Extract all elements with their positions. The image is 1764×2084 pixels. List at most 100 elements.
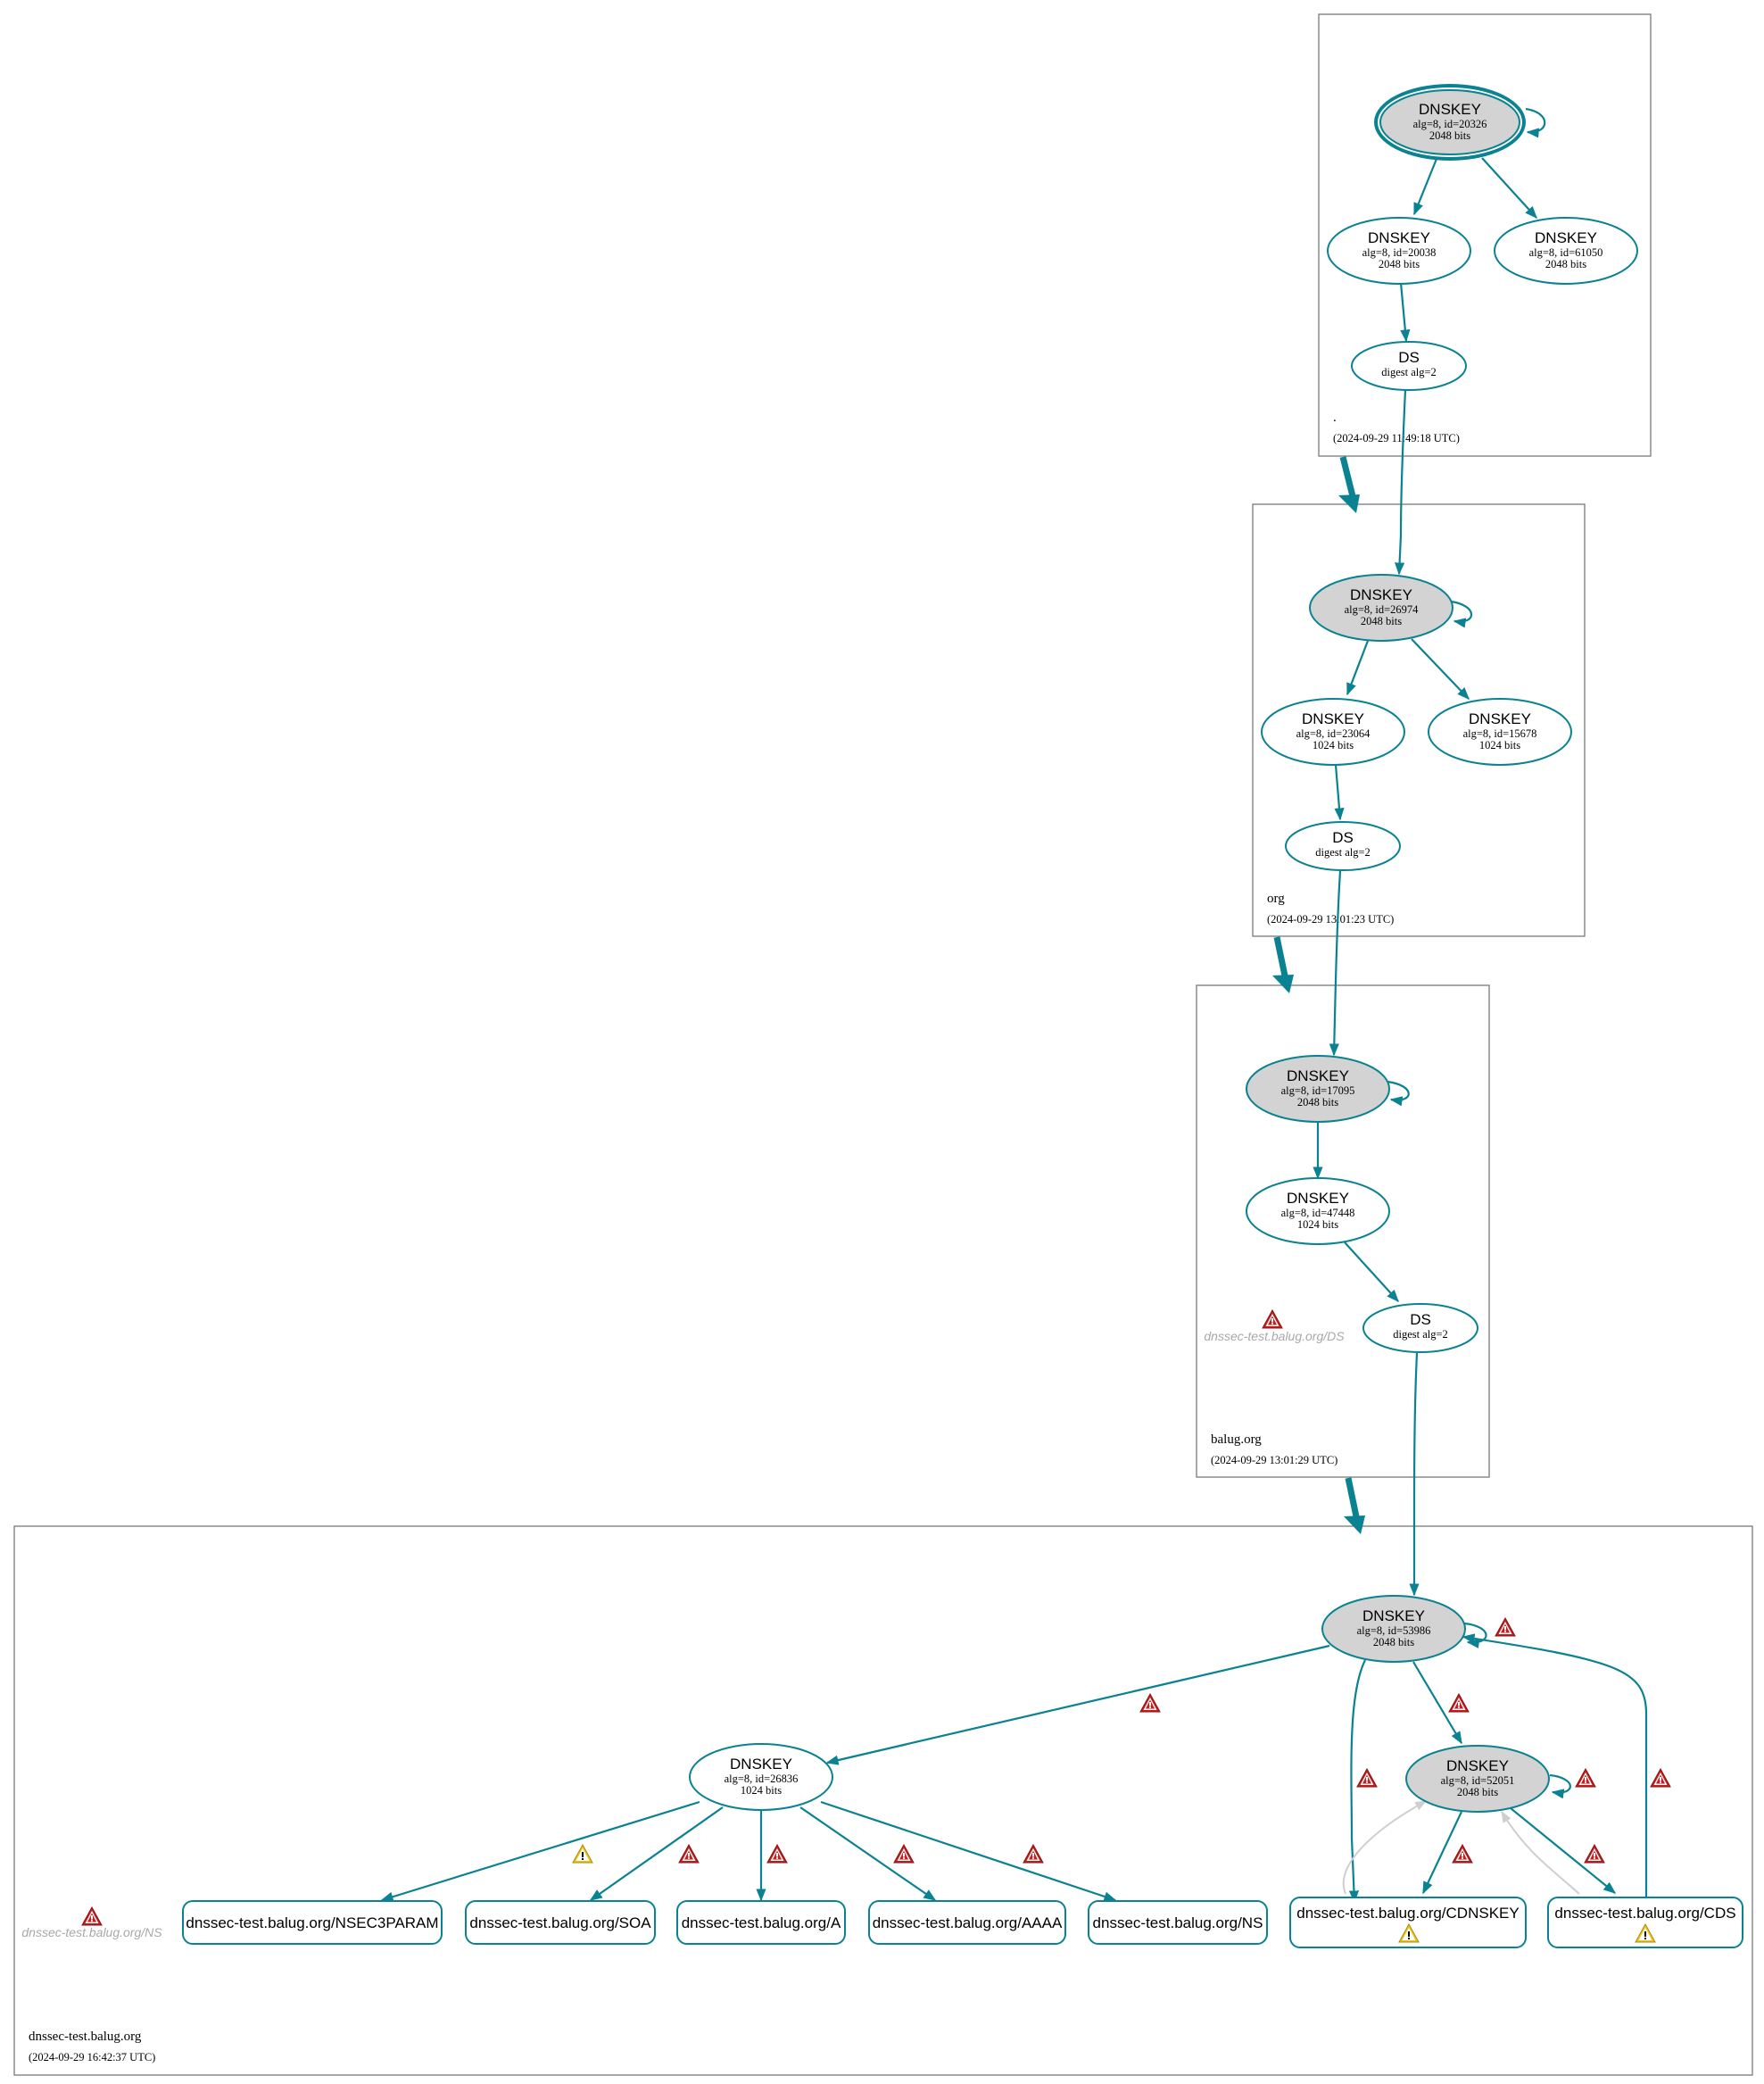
node-test-ksk[interactable]: DNSKEY alg=8, id=53986 2048 bits	[1321, 1595, 1466, 1663]
rrset-cds[interactable]: dnssec-test.balug.org/CDS	[1547, 1897, 1743, 1948]
node-balug-ds[interactable]: DS digest alg=2	[1362, 1303, 1478, 1353]
node-org-zsk1[interactable]: DNSKEY alg=8, id=23064 1024 bits	[1261, 698, 1405, 766]
edge-test-cds-back	[1501, 1810, 1580, 1895]
rrset-cds-label: dnssec-test.balug.org/CDS	[1554, 1905, 1735, 1922]
node-root-zsk2-title: DNSKEY	[1535, 229, 1597, 246]
node-balug-ksk-title: DNSKEY	[1287, 1067, 1349, 1084]
delegation-arrowhead-balug-test	[1344, 1515, 1365, 1534]
node-root-ds[interactable]: DS digest alg=2	[1351, 341, 1467, 391]
error-icon-test-ksk2-self[interactable]	[1575, 1768, 1596, 1788]
error-icon-test-zsk-a[interactable]	[766, 1844, 788, 1864]
node-balug-ds-line1: digest alg=2	[1393, 1328, 1448, 1341]
rrset-soa[interactable]: dnssec-test.balug.org/SOA	[465, 1900, 656, 1945]
node-test-ksk-title: DNSKEY	[1362, 1607, 1425, 1624]
edge-test-ksk2-self	[1549, 1773, 1571, 1799]
zone-root-time: (2024-09-29 11:49:18 UTC)	[1333, 432, 1460, 444]
rrset-aaaa[interactable]: dnssec-test.balug.org/AAAA	[868, 1900, 1066, 1945]
zone-root-box	[1318, 13, 1652, 457]
error-icon-test-ksk-ksk2[interactable]	[1448, 1693, 1470, 1713]
node-root-ds-line1: digest alg=2	[1381, 366, 1437, 378]
node-org-ksk-line2: 2048 bits	[1361, 615, 1402, 627]
error-icon-ghost-ns[interactable]	[81, 1906, 103, 1926]
edge-root-ksk-zsk1	[1412, 158, 1438, 216]
error-icon-test-zsk-aaaa[interactable]	[893, 1844, 915, 1864]
error-icon-test-zsk-soa[interactable]	[678, 1844, 700, 1864]
edge-test-ksk-zsk	[825, 1644, 1330, 1765]
rrset-soa-label: dnssec-test.balug.org/SOA	[469, 1914, 651, 1931]
edge-test-ksk-ksk2	[1412, 1661, 1462, 1745]
node-root-ksk-title: DNSKEY	[1419, 101, 1481, 118]
error-icon-test-ksk-zsk[interactable]	[1139, 1693, 1161, 1713]
rrset-a[interactable]: dnssec-test.balug.org/A	[676, 1900, 846, 1945]
node-balug-ksk-line2: 2048 bits	[1297, 1096, 1338, 1108]
node-root-zsk2-line1: alg=8, id=61050	[1529, 246, 1603, 259]
node-org-ksk-title: DNSKEY	[1350, 586, 1412, 603]
edge-test-ksk2-cds	[1510, 1807, 1617, 1894]
edge-test-ksk-cdnskey	[1348, 1659, 1366, 1904]
edge-root-ksk-self	[1525, 107, 1546, 138]
zone-balug-name: balug.org	[1211, 1432, 1262, 1447]
error-icon-test-zsk-ns[interactable]	[1023, 1844, 1044, 1864]
error-icon-balug-ds[interactable]	[1262, 1309, 1283, 1329]
delegation-arrow-org-balug	[1273, 936, 1289, 981]
error-icon-test-ksk-cdnskey[interactable]	[1356, 1768, 1378, 1788]
node-test-zsk[interactable]: DNSKEY alg=8, id=26836 1024 bits	[689, 1743, 833, 1811]
edge-test-ksk-cds	[1462, 1633, 1652, 1914]
node-balug-zsk-line1: alg=8, id=47448	[1281, 1207, 1355, 1219]
node-balug-ksk[interactable]: DNSKEY alg=8, id=17095 2048 bits	[1246, 1055, 1390, 1123]
edge-test-zsk-aaaa	[799, 1806, 937, 1901]
node-balug-zsk-line2: 1024 bits	[1297, 1218, 1338, 1231]
node-root-ksk-line1: alg=8, id=20326	[1413, 118, 1487, 130]
node-test-ksk2[interactable]: DNSKEY alg=8, id=52051 2048 bits	[1405, 1745, 1550, 1813]
edge-test-zsk-soa	[589, 1806, 724, 1901]
node-test-zsk-line2: 1024 bits	[741, 1784, 782, 1797]
zone-org-name: org	[1267, 892, 1285, 906]
node-org-ds[interactable]: DS digest alg=2	[1285, 821, 1401, 871]
node-org-ds-title: DS	[1332, 829, 1354, 846]
node-org-zsk2[interactable]: DNSKEY alg=8, id=15678 1024 bits	[1428, 698, 1572, 766]
node-root-zsk2-line2: 2048 bits	[1545, 258, 1586, 270]
node-test-ksk-line2: 2048 bits	[1373, 1636, 1414, 1648]
rrset-ns[interactable]: dnssec-test.balug.org/NS	[1088, 1900, 1268, 1945]
node-root-zsk1-line1: alg=8, id=20038	[1362, 246, 1437, 259]
node-root-ksk[interactable]: DNSKEY alg=8, id=20326 2048 bits	[1374, 84, 1526, 161]
error-icon-test-ksk2-cds[interactable]	[1584, 1844, 1605, 1864]
rrset-nsec3param[interactable]: dnssec-test.balug.org/NSEC3PARAM	[182, 1900, 443, 1945]
zone-root-name: .	[1333, 411, 1337, 425]
error-icon-test-ksk-self[interactable]	[1495, 1617, 1516, 1637]
zone-dnssec-test-name: dnssec-test.balug.org	[29, 2030, 142, 2044]
node-org-ksk[interactable]: DNSKEY alg=8, id=26974 2048 bits	[1309, 574, 1453, 642]
node-balug-zsk[interactable]: DNSKEY alg=8, id=47448 1024 bits	[1246, 1177, 1390, 1245]
error-icon-test-ksk-cds[interactable]	[1650, 1768, 1671, 1788]
rrset-a-label: dnssec-test.balug.org/A	[682, 1914, 841, 1931]
edge-org-ds-balug-ksk	[1329, 870, 1342, 1057]
node-balug-ksk-line1: alg=8, id=17095	[1281, 1084, 1355, 1097]
edge-test-cdnskey-back	[1342, 1800, 1428, 1895]
edge-root-ksk-zsk2	[1481, 157, 1537, 220]
rrset-cdnskey-label: dnssec-test.balug.org/CDNSKEY	[1296, 1905, 1519, 1922]
node-org-ksk-line1: alg=8, id=26974	[1345, 603, 1420, 616]
node-root-ds-title: DS	[1398, 349, 1420, 366]
delegation-arrow-root-org	[1339, 456, 1357, 501]
ghost-ns-label: dnssec-test.balug.org/NS	[21, 1925, 162, 1939]
zone-org-time: (2024-09-29 13:01:23 UTC)	[1267, 913, 1394, 926]
edge-root-zsk1-ds	[1399, 282, 1411, 343]
rrset-cdnskey[interactable]: dnssec-test.balug.org/CDNSKEY	[1289, 1897, 1527, 1948]
rrset-nsec3param-label: dnssec-test.balug.org/NSEC3PARAM	[186, 1914, 438, 1931]
edge-org-ksk-zsk1	[1346, 640, 1370, 696]
node-balug-ds-title: DS	[1410, 1311, 1431, 1328]
node-root-ksk-line2: 2048 bits	[1429, 129, 1470, 142]
node-org-zsk2-line2: 1024 bits	[1479, 739, 1520, 751]
node-root-zsk1[interactable]: DNSKEY alg=8, id=20038 2048 bits	[1327, 217, 1471, 285]
edge-root-ds-org-ksk	[1394, 389, 1407, 576]
error-icon-test-ksk2-cdnskey[interactable]	[1452, 1844, 1473, 1864]
node-root-zsk2[interactable]: DNSKEY alg=8, id=61050 2048 bits	[1494, 217, 1638, 285]
edge-test-zsk-nsec3param	[380, 1800, 700, 1902]
edge-org-ksk-zsk2	[1411, 638, 1470, 701]
node-org-zsk2-line1: alg=8, id=15678	[1463, 727, 1537, 740]
edge-test-zsk-ns	[820, 1800, 1117, 1902]
node-test-ksk2-line2: 2048 bits	[1457, 1786, 1498, 1798]
delegation-arrowhead-root-org	[1338, 494, 1360, 513]
warning-icon-test-zsk-nsec3param[interactable]	[572, 1844, 593, 1864]
edge-balug-ksk-self	[1387, 1080, 1410, 1107]
